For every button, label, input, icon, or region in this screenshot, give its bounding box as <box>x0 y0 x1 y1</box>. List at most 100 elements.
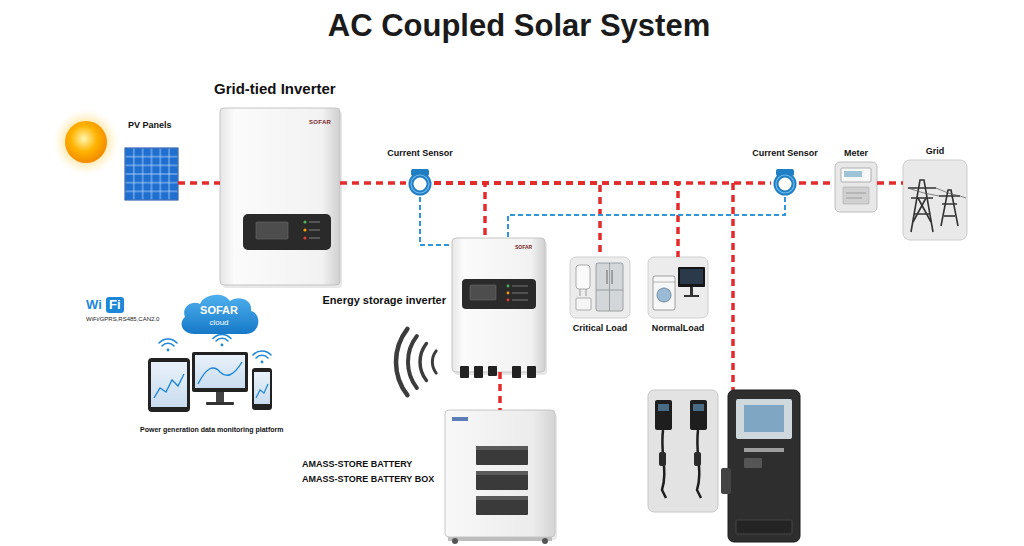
normal-load: NormalLoad <box>648 257 708 318</box>
power-line <box>799 181 835 185</box>
battery-cabinet-icon <box>445 410 557 544</box>
wifi-symbol <box>159 334 271 363</box>
battery-cabinet-icon <box>452 417 468 421</box>
critical-load-icon <box>586 289 587 296</box>
normal-load-icon <box>680 269 703 284</box>
monitoring-devices <box>148 352 272 412</box>
normal-load-icon <box>653 276 675 310</box>
battery-cabinet-icon <box>542 538 548 544</box>
wall-charger-icon <box>655 400 672 430</box>
normal-load-icon <box>678 267 705 287</box>
node-label: Energy storage inverter <box>323 294 447 307</box>
wall-charger-icon <box>693 404 704 411</box>
storage-inverter-icon <box>507 285 510 288</box>
brand-logo: SOFAR <box>309 119 331 126</box>
critical-load-icon <box>607 270 608 284</box>
diagram-title: AC Coupled Solar System <box>0 7 1024 44</box>
meter-icon <box>846 193 866 194</box>
battery-cabinet-icon <box>476 471 528 490</box>
battery-cabinet-icon <box>445 410 555 537</box>
wall-charger-icon <box>648 390 718 512</box>
platform-caption: Power generation data monitoring platfor… <box>140 426 284 434</box>
grid-tower-icon <box>936 188 960 196</box>
storage-inverter-icon <box>470 285 496 300</box>
grid-tower-icon <box>913 198 931 222</box>
power-line <box>434 183 678 257</box>
battery-cabinet-icon <box>476 446 528 450</box>
grid-inverter-icon <box>309 238 320 239</box>
wifi-symbol <box>261 361 264 364</box>
power-line <box>434 183 485 238</box>
charging-pile-icon <box>728 390 800 542</box>
storage-inverter-icon <box>512 366 521 378</box>
node-label: Meter <box>844 148 868 159</box>
node-label: PV Panels <box>128 120 172 131</box>
node-label: NormalLoad <box>652 323 705 334</box>
cloud-platform: SOFARcloud <box>178 292 260 336</box>
normal-load-icon <box>657 288 671 302</box>
current-sensor-icon <box>411 175 429 193</box>
storage-inverter-icon <box>452 238 547 378</box>
grid-inverter-icon <box>303 236 306 239</box>
current-sensor-icon <box>776 175 794 193</box>
grid-tower-icon <box>944 215 955 217</box>
storage-inverter-icon <box>460 366 469 378</box>
battery-cabinet-icon <box>476 496 528 500</box>
node-label: cloud <box>209 318 228 328</box>
wireless-waves <box>420 344 426 381</box>
charging-pile-icon <box>721 390 800 542</box>
wifi-symbol <box>221 344 224 347</box>
power-line <box>434 183 600 257</box>
storage-inverter-icon <box>512 300 528 301</box>
wall-charger-icon <box>658 404 669 411</box>
current-sensor-icon <box>776 175 794 193</box>
charging-pile-icon <box>721 468 731 494</box>
critical-load: Critical Load <box>570 257 630 318</box>
monitoring-devices <box>192 352 248 392</box>
node-label: Current Sensor <box>387 148 453 159</box>
normal-load-icon <box>648 257 708 318</box>
grid-tower-icon <box>908 188 966 198</box>
monitoring-devices <box>256 384 268 398</box>
monitoring-devices <box>154 374 184 398</box>
monitoring-devices <box>206 402 234 405</box>
meter-icon <box>843 187 869 204</box>
storage-inverter-icon <box>527 366 536 378</box>
grid-tied-inverter: Grid-tied Inverter <box>220 108 340 285</box>
wall-charger-icon <box>648 390 718 512</box>
current-sensor: Current Sensor <box>406 169 434 197</box>
sun-icon <box>65 121 107 163</box>
critical-load-icon <box>570 257 630 318</box>
power-line <box>877 181 903 185</box>
wifi-symbol <box>162 343 174 346</box>
grid-tower-icon <box>903 160 967 240</box>
power-line <box>178 181 220 185</box>
pv-panel: PV Panels <box>125 148 178 200</box>
monitoring-devices <box>254 372 270 404</box>
grid-inverter-icon <box>256 222 288 239</box>
storage-inverter-icon <box>462 279 536 309</box>
wall-charger-icon <box>659 452 666 466</box>
meter: Meter <box>835 162 877 212</box>
wireless-waves <box>408 336 417 388</box>
node-label: Grid-tied Inverter <box>214 80 336 98</box>
grid-inverter-icon <box>243 214 331 250</box>
critical-load-icon <box>570 257 630 318</box>
monitoring-devices <box>195 355 245 388</box>
node-label: Current Sensor <box>752 148 818 159</box>
node-label: AMASS-STORE BATTERY BOX <box>302 474 434 485</box>
critical-load-icon <box>596 263 623 311</box>
battery-cabinet-icon <box>476 496 528 515</box>
grid: Grid <box>903 160 967 240</box>
grid-tower-icon <box>908 180 960 232</box>
storage-inverter-icon <box>507 299 510 302</box>
monitoring-devices <box>148 358 190 412</box>
normal-load-icon <box>690 287 693 295</box>
charger-wire <box>733 183 734 390</box>
meter-icon <box>844 171 862 177</box>
wireless-waves <box>396 329 436 395</box>
pv-panel-icon <box>125 148 178 200</box>
current-sensor-icon <box>411 169 429 193</box>
